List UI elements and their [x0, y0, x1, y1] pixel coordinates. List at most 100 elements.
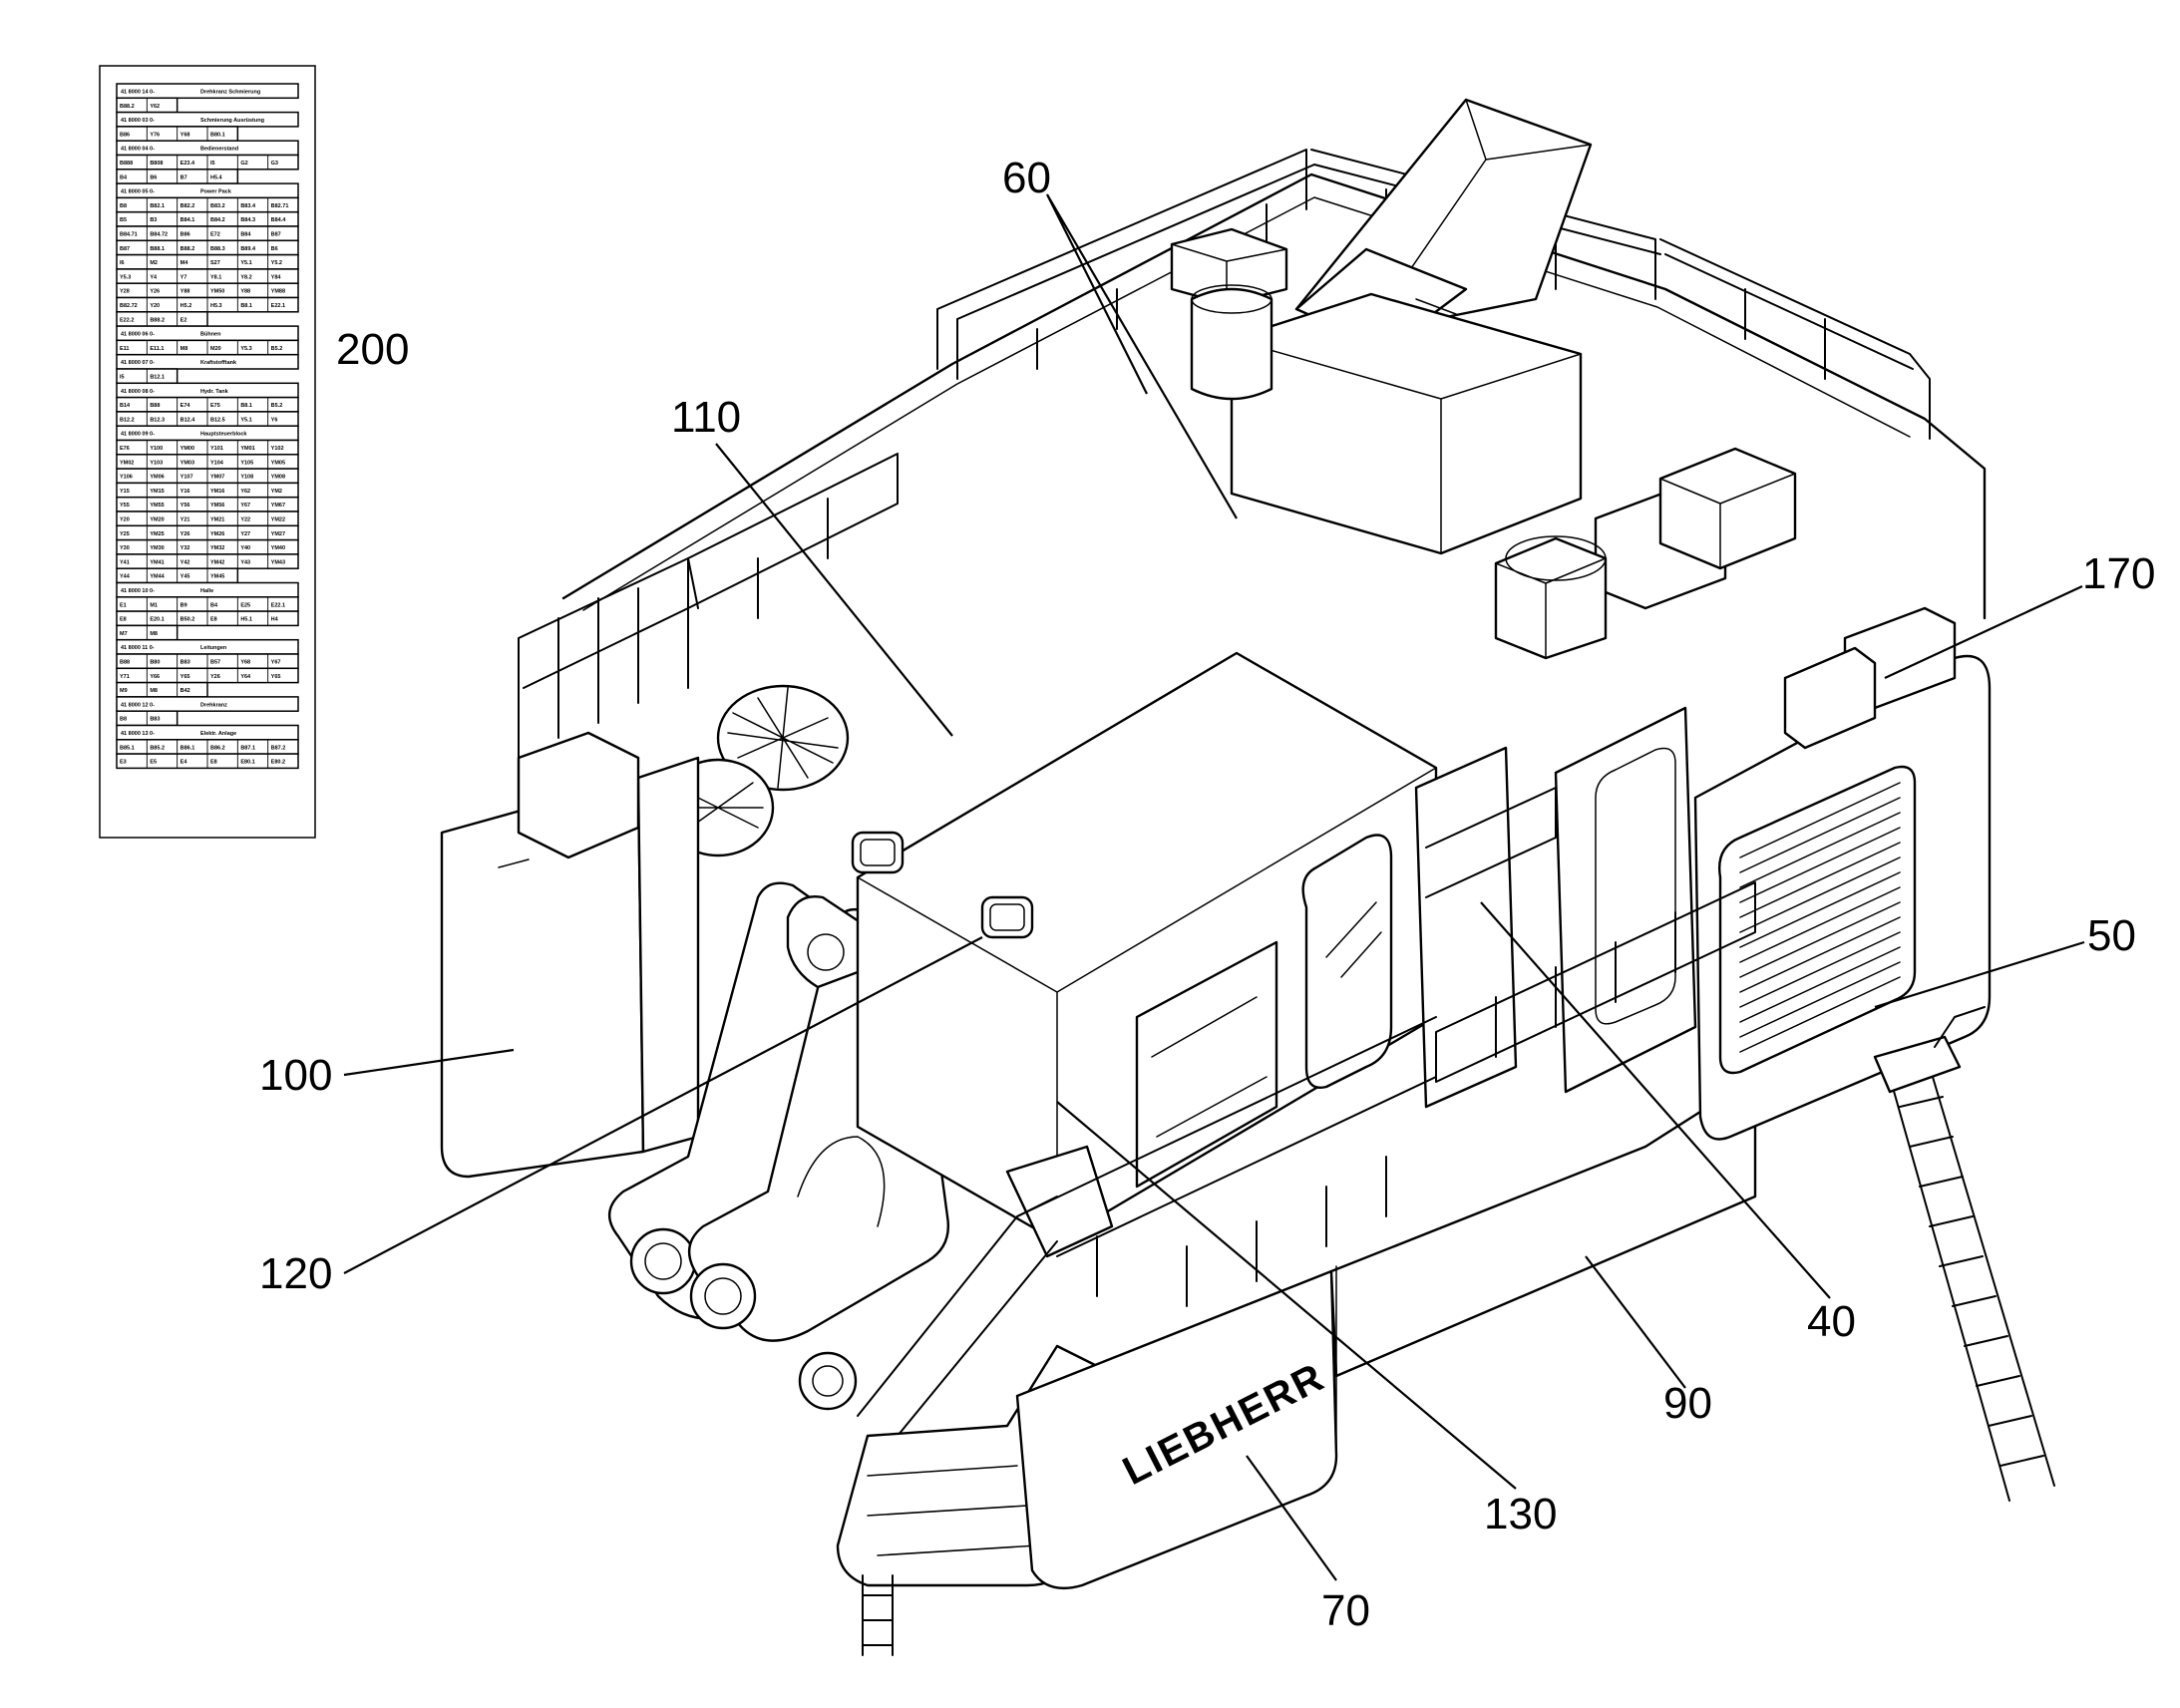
- legend-cell-text: B88: [150, 403, 160, 409]
- legend-cell-text: E2: [181, 317, 187, 323]
- legend-cell-text: YM02: [120, 460, 134, 466]
- legend-cell-text: YM44: [150, 574, 165, 580]
- legend-cell-text: Y25: [120, 531, 130, 537]
- legend-header-text: 41 8000 05 0-: [121, 189, 155, 195]
- legend-cell-text: Y26: [210, 674, 220, 680]
- legend-cell-text: Y8.1: [210, 274, 221, 280]
- legend-cell-text: YM55: [150, 503, 164, 509]
- legend-cell-text: YM21: [210, 517, 224, 523]
- legend-cell-text: H5.3: [210, 303, 222, 309]
- legend-cell-text: YM56: [210, 503, 224, 509]
- legend-cell-text: Y106: [120, 475, 133, 481]
- reference-numerals: 200 60 110 170 50 100 120 40 90 130 70: [259, 154, 2155, 1635]
- legend-cell-text: B85.1: [120, 745, 135, 751]
- legend-cell-text: Y32: [181, 545, 190, 551]
- legend-cell-text: B4: [120, 174, 128, 180]
- legend-cell-text: YM00: [181, 446, 194, 452]
- legend-section-header: [116, 353, 299, 370]
- legend-cell-text: E1: [120, 602, 127, 608]
- legend-cell-text: YM22: [271, 517, 285, 523]
- ref-numeral-130: 130: [1484, 1490, 1557, 1538]
- legend-header-text: Kraftstofftank: [200, 360, 237, 366]
- legend-cell-text: B84.71: [120, 232, 138, 238]
- legend-header-text: Halle: [200, 588, 213, 594]
- legend-section-header: [116, 696, 299, 712]
- legend-cell-text: YM26: [210, 531, 224, 537]
- legend-cell-text: M9: [120, 688, 128, 694]
- legend-cell-text: Y15: [120, 489, 130, 495]
- legend-cell-text: B83.2: [210, 203, 225, 209]
- legend-cell-text: M1: [150, 602, 158, 608]
- legend-cell-text: Y7: [181, 274, 187, 280]
- leader-110: [715, 443, 953, 737]
- legend-cell-text: Y43: [240, 559, 250, 565]
- legend-cell-text: B8: [120, 717, 127, 723]
- legend-header-text: Drehkranz: [200, 702, 227, 708]
- legend-cell-text: B89.4: [240, 246, 256, 252]
- legend-cell-text: I6: [120, 260, 125, 266]
- legend-cell-text: Y42: [181, 559, 190, 565]
- legend-cell-text: Y41: [120, 559, 130, 565]
- legend-cell-text: B82.2: [181, 203, 195, 209]
- legend-cell-text: Y45: [181, 574, 190, 580]
- legend-cell-text: YM05: [271, 460, 285, 466]
- legend-cell-text: B3: [150, 217, 157, 223]
- ref-numeral-100: 100: [259, 1051, 332, 1100]
- legend-cell-text: Y65: [271, 674, 281, 680]
- legend-cell-text: Y65: [181, 674, 190, 680]
- left-platform-railing: [517, 453, 899, 859]
- legend-header-text: 41 8000 11 0-: [121, 645, 155, 651]
- leader-60: [1046, 193, 1238, 519]
- legend-cell-text: B14: [120, 403, 131, 409]
- legend-cell-text: Y108: [240, 475, 253, 481]
- legend-cell-text: Y105: [240, 460, 253, 466]
- legend-cell-text: B87: [271, 232, 281, 238]
- legend-cell-text: Y44: [120, 574, 131, 580]
- legend-cell-text: I5: [120, 375, 125, 381]
- legend-cell-text: Y62: [150, 104, 160, 110]
- legend-cell-text: B83: [181, 660, 190, 666]
- legend-cell-text: B87: [120, 246, 130, 252]
- leader-100: [343, 1048, 515, 1077]
- legend-cell-text: G3: [271, 161, 278, 167]
- legend-cell-text: Y26: [181, 531, 190, 537]
- legend-header-text: 41 8000 10 0-: [121, 588, 155, 594]
- legend-cell-text: Y5.3: [120, 274, 131, 280]
- legend-cell-text: YM20: [150, 517, 164, 523]
- legend-cell-text: YM27: [271, 531, 285, 537]
- legend-cell-text: B82.1: [150, 203, 165, 209]
- legend-cell-text: E20.1: [150, 617, 164, 623]
- legend-cell-text: B82.72: [120, 303, 138, 309]
- legend-cell-text: E74: [181, 403, 191, 409]
- legend-header-text: Bühnen: [200, 332, 221, 338]
- legend-cell-text: YM15: [150, 489, 164, 495]
- right-access-ladder: [1873, 1006, 2055, 1502]
- legend-cell-text: B57: [210, 660, 220, 666]
- lower-body: [1015, 1075, 1757, 1590]
- operator-cab: [856, 651, 1438, 1243]
- legend-cell-text: E22.1: [271, 303, 285, 309]
- legend-cell-text: Y103: [150, 460, 163, 466]
- legend-cell-text: Y100: [150, 446, 163, 452]
- legend-cell-text: YM32: [210, 545, 224, 551]
- legend-cell-text: B7: [181, 174, 187, 180]
- legend-cell-text: YM42: [210, 559, 224, 565]
- legend-header-text: 41 8000 08 0-: [121, 389, 155, 395]
- leader-40: [1480, 901, 1831, 1299]
- legend-cell-text: YM06: [150, 475, 164, 481]
- legend-cell-text: M8: [150, 631, 158, 637]
- legend-cell-text: B84.72: [150, 232, 168, 238]
- legend-cell-text: Y84: [271, 274, 282, 280]
- engine-housing: [1230, 292, 1583, 555]
- legend-header-text: 41 8000 12 0-: [121, 702, 155, 708]
- legend-cell-text: Y8.2: [240, 274, 251, 280]
- legend-cell-text: Y22: [240, 517, 250, 523]
- legend-cell-text: E22.2: [120, 317, 134, 323]
- legend-cell-text: B9: [181, 602, 187, 608]
- legend-cell-text: Y20: [150, 303, 160, 309]
- legend-cell-text: B87.1: [240, 745, 255, 751]
- legend-cell-text: E23.4: [181, 161, 195, 167]
- legend-cell-text: B84.2: [210, 217, 225, 223]
- legend-cell-text: Y71: [120, 674, 130, 680]
- legend-cell-text: B4: [210, 602, 218, 608]
